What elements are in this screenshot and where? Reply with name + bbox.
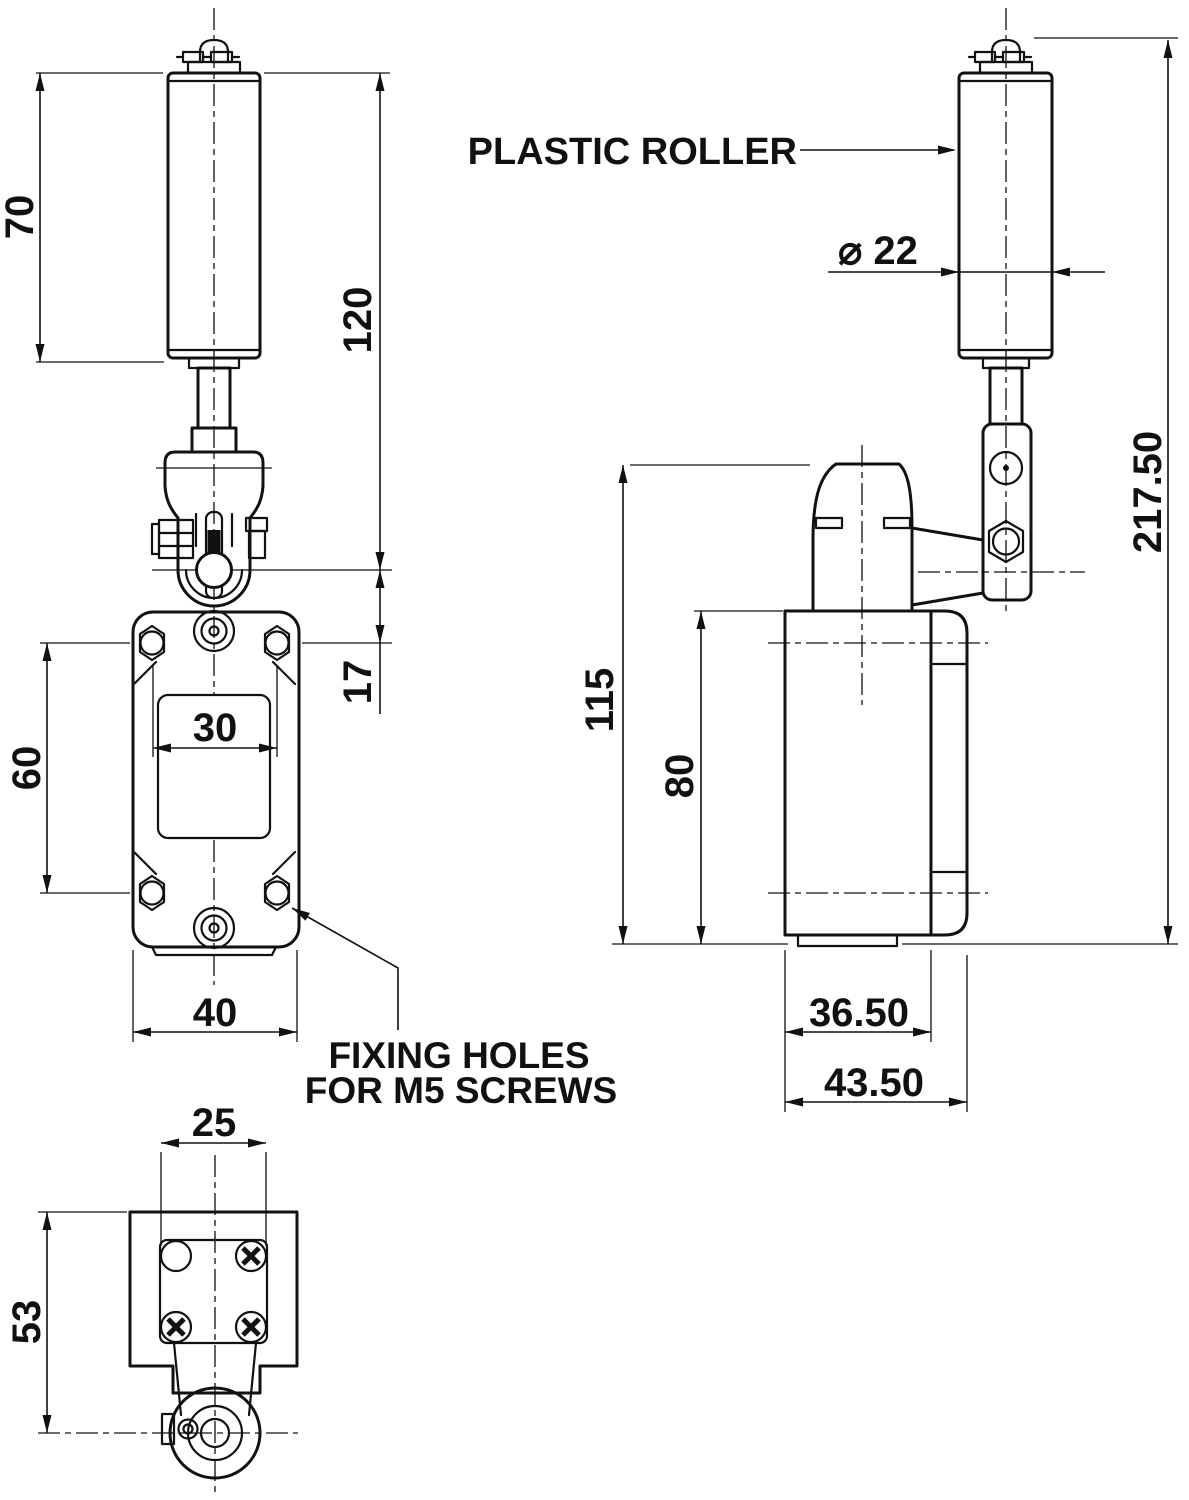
fixing-holes-note-line1: FIXING HOLES [328,1035,589,1076]
side-top-pin [967,38,1033,64]
fixing-holes-note-line2: FOR M5 SCREWS [305,1070,617,1111]
side-head [811,462,985,613]
dim-overall-depth: 43.50 [824,1061,924,1105]
fixing-holes-leader [291,907,399,1030]
dim-pivot-to-mount-holes: 17 [336,660,380,705]
front-lever-head [150,366,269,608]
front-fixing-holes [132,624,297,912]
extension-lines [36,37,1178,1246]
dim-roller-height: 70 [0,195,42,240]
dim-roller-top-to-pivot: 120 [336,287,380,354]
dim-total-height: 217.50 [1126,431,1170,553]
front-top-pin [175,38,241,64]
dim-mount-hole-vertical-span: 60 [5,746,49,791]
front-cover-screws [192,609,236,950]
bottom-base-outline [128,1210,299,1395]
side-roller [957,60,1054,426]
front-view [131,38,301,957]
dim-mount-hole-horizontal-span: 30 [193,706,238,750]
dim-plate-width: 25 [192,1101,237,1145]
front-body [131,609,301,957]
bottom-plate-screws [159,1239,268,1344]
bottom-view [128,1210,299,1480]
plastic-roller-label: PLASTIC ROLLER [468,131,797,173]
dim-base-to-roller-axis: 53 [5,1300,49,1345]
front-label-window [156,693,272,840]
dim-body-width: 40 [193,991,238,1035]
dim-body-depth: 36.50 [809,991,909,1035]
side-lever-arm [981,422,1033,602]
bottom-roller-end [160,1341,262,1480]
dimension-labels: 70 120 17 60 30 40 PLASTIC ROLLER ⌀ 22 2… [0,131,1170,1344]
front-roller [166,60,262,370]
dim-roller-diameter: ⌀ 22 [838,229,918,273]
side-body [783,609,969,948]
dim-head-to-base: 115 [578,668,622,733]
side-view [783,38,1054,948]
bottom-mount-plate [158,1238,269,1345]
dim-body-height: 80 [658,754,702,799]
dimension-lines [35,40,1173,1433]
centerlines [38,8,1085,1497]
